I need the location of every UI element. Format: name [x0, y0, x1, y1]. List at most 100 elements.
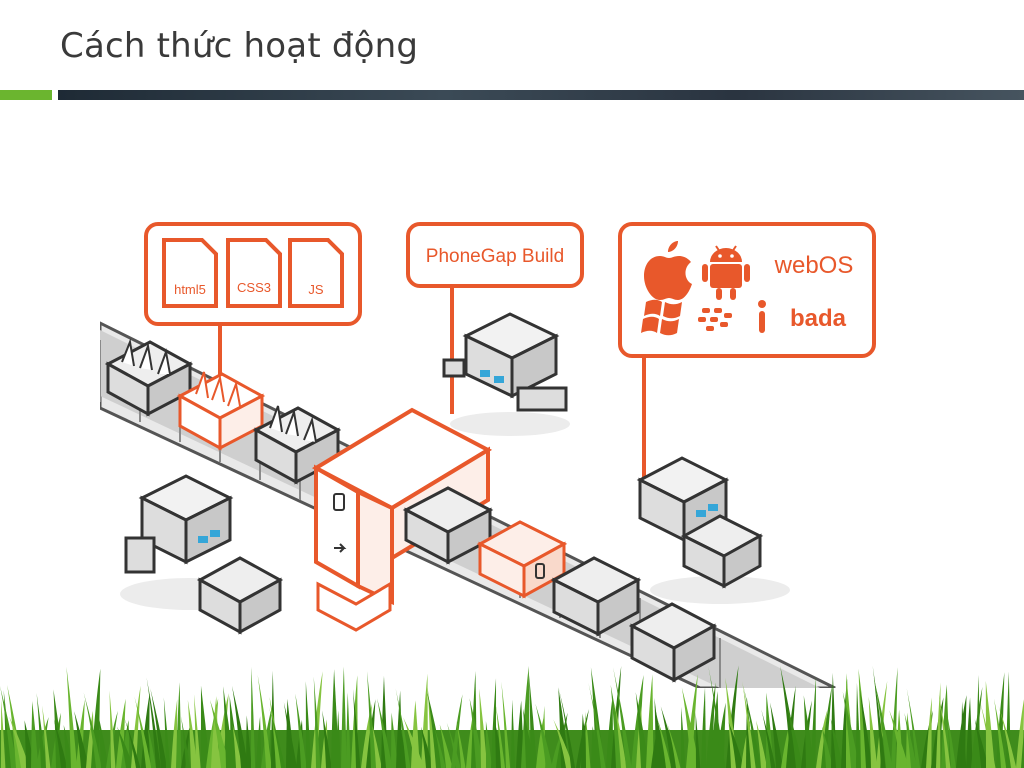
- grass-blade: [511, 699, 516, 768]
- grass-blade: [495, 702, 506, 768]
- grass-blade: [0, 751, 1, 768]
- platforms-callout: webOS bada: [618, 222, 876, 494]
- grass-blade: [856, 682, 861, 768]
- slide-title: Cách thức hoạt động: [60, 26, 419, 66]
- phonegap-build-illustration: html5 CSS3 JS PhoneGap Build: [100, 222, 876, 688]
- grass-blade: [701, 687, 706, 768]
- grass-blade: [528, 672, 537, 768]
- grass-blade: [711, 691, 720, 768]
- grass-blade: [821, 684, 833, 768]
- grass-blade: [681, 687, 700, 768]
- grass-blade: [366, 671, 377, 768]
- output-box-gray-1: [402, 486, 494, 565]
- grass-blade: [268, 706, 286, 768]
- grass-blade: [811, 677, 817, 768]
- grass-blade: [74, 711, 89, 768]
- grass-blade: [613, 667, 632, 768]
- grass-blade: [926, 697, 932, 768]
- webos-logo: webOS: [774, 252, 854, 279]
- source-files-callout: html5 CSS3 JS: [144, 222, 362, 378]
- js-file-label: JS: [308, 282, 324, 297]
- grass-blade: [686, 674, 698, 768]
- grass-blade: [501, 681, 511, 768]
- android-icon: [702, 245, 750, 300]
- grass-blade: [558, 686, 576, 768]
- html5-file-label: html5: [174, 282, 206, 297]
- input-box-orange: [176, 371, 266, 451]
- input-box-gray-2: [252, 405, 342, 485]
- grass-blade: [889, 710, 909, 768]
- grass-blade: [256, 716, 262, 768]
- output-box-gray-3: [628, 602, 718, 683]
- grass-blade: [391, 712, 398, 768]
- grass-blade: [434, 727, 446, 768]
- grass-blade: [859, 688, 873, 768]
- grass-blade: [742, 681, 756, 768]
- grass-blade: [535, 703, 553, 768]
- grass-blade: [346, 692, 351, 768]
- grass-blade: [708, 665, 726, 768]
- grass-blade: [187, 699, 198, 768]
- grass-blade: [439, 724, 453, 768]
- grass-blade: [966, 697, 973, 768]
- grass-blade: [588, 682, 606, 768]
- grass-blade: [938, 694, 951, 768]
- grass-blade: [109, 690, 116, 768]
- grass-blade: [766, 692, 774, 768]
- grass-blade: [171, 699, 178, 768]
- grass-blade: [163, 697, 171, 768]
- grass-blade: [770, 702, 783, 768]
- grass-blade: [904, 712, 917, 768]
- grass-blade: [193, 694, 201, 768]
- phonegap-build-label: PhoneGap Build: [426, 246, 564, 267]
- grass-blade: [761, 709, 776, 768]
- grass-blade: [341, 666, 347, 768]
- symbian-icon: [758, 300, 766, 333]
- grass-blade: [906, 688, 921, 768]
- grass-blade: [993, 698, 1007, 768]
- grass-blade: [146, 677, 161, 768]
- grass-blade: [42, 705, 51, 768]
- grass-blade: [36, 692, 46, 768]
- robot-top: [442, 312, 570, 436]
- grass-blade: [232, 685, 249, 768]
- title-accent-dark-bar: [58, 90, 1024, 100]
- grass-blade: [446, 722, 461, 768]
- grass-blade: [322, 710, 332, 768]
- grass-blade: [985, 680, 995, 768]
- grass-blade: [257, 674, 272, 768]
- grass-blade: [979, 700, 996, 768]
- grass-border: [0, 665, 1024, 768]
- grass-blade: [83, 692, 102, 768]
- robot-right: [636, 456, 790, 604]
- grass-blade: [585, 711, 591, 768]
- grass-blade: [785, 701, 803, 768]
- input-box-gray-1: [104, 338, 194, 417]
- grass-blade: [1016, 699, 1024, 768]
- grass-blade: [283, 702, 297, 768]
- grass-blade: [456, 720, 466, 768]
- grass-blade: [606, 695, 613, 768]
- grass-blade: [134, 696, 152, 768]
- grass-blade: [635, 692, 650, 768]
- robot-left: [120, 474, 284, 635]
- grass-blade: [117, 726, 134, 768]
- grass-blade: [372, 724, 382, 768]
- grass-blade: [516, 700, 524, 768]
- grass-blade: [209, 699, 230, 768]
- grass-blade: [803, 695, 815, 768]
- grass-blade: [961, 701, 967, 768]
- windows-icon: [641, 299, 682, 336]
- grass-blade: [485, 721, 493, 768]
- grass-blade: [352, 688, 361, 768]
- title-accent-green-bar: [0, 90, 52, 100]
- grass-blade: [200, 685, 210, 768]
- grass-blade: [31, 701, 39, 768]
- grass-blade: [147, 723, 157, 768]
- grass-blade: [706, 682, 716, 768]
- grass-blade: [66, 666, 78, 768]
- grass-blade: [891, 667, 898, 768]
- grass-blade: [830, 719, 844, 768]
- grass-blade: [553, 719, 574, 768]
- grass-blade: [491, 678, 497, 768]
